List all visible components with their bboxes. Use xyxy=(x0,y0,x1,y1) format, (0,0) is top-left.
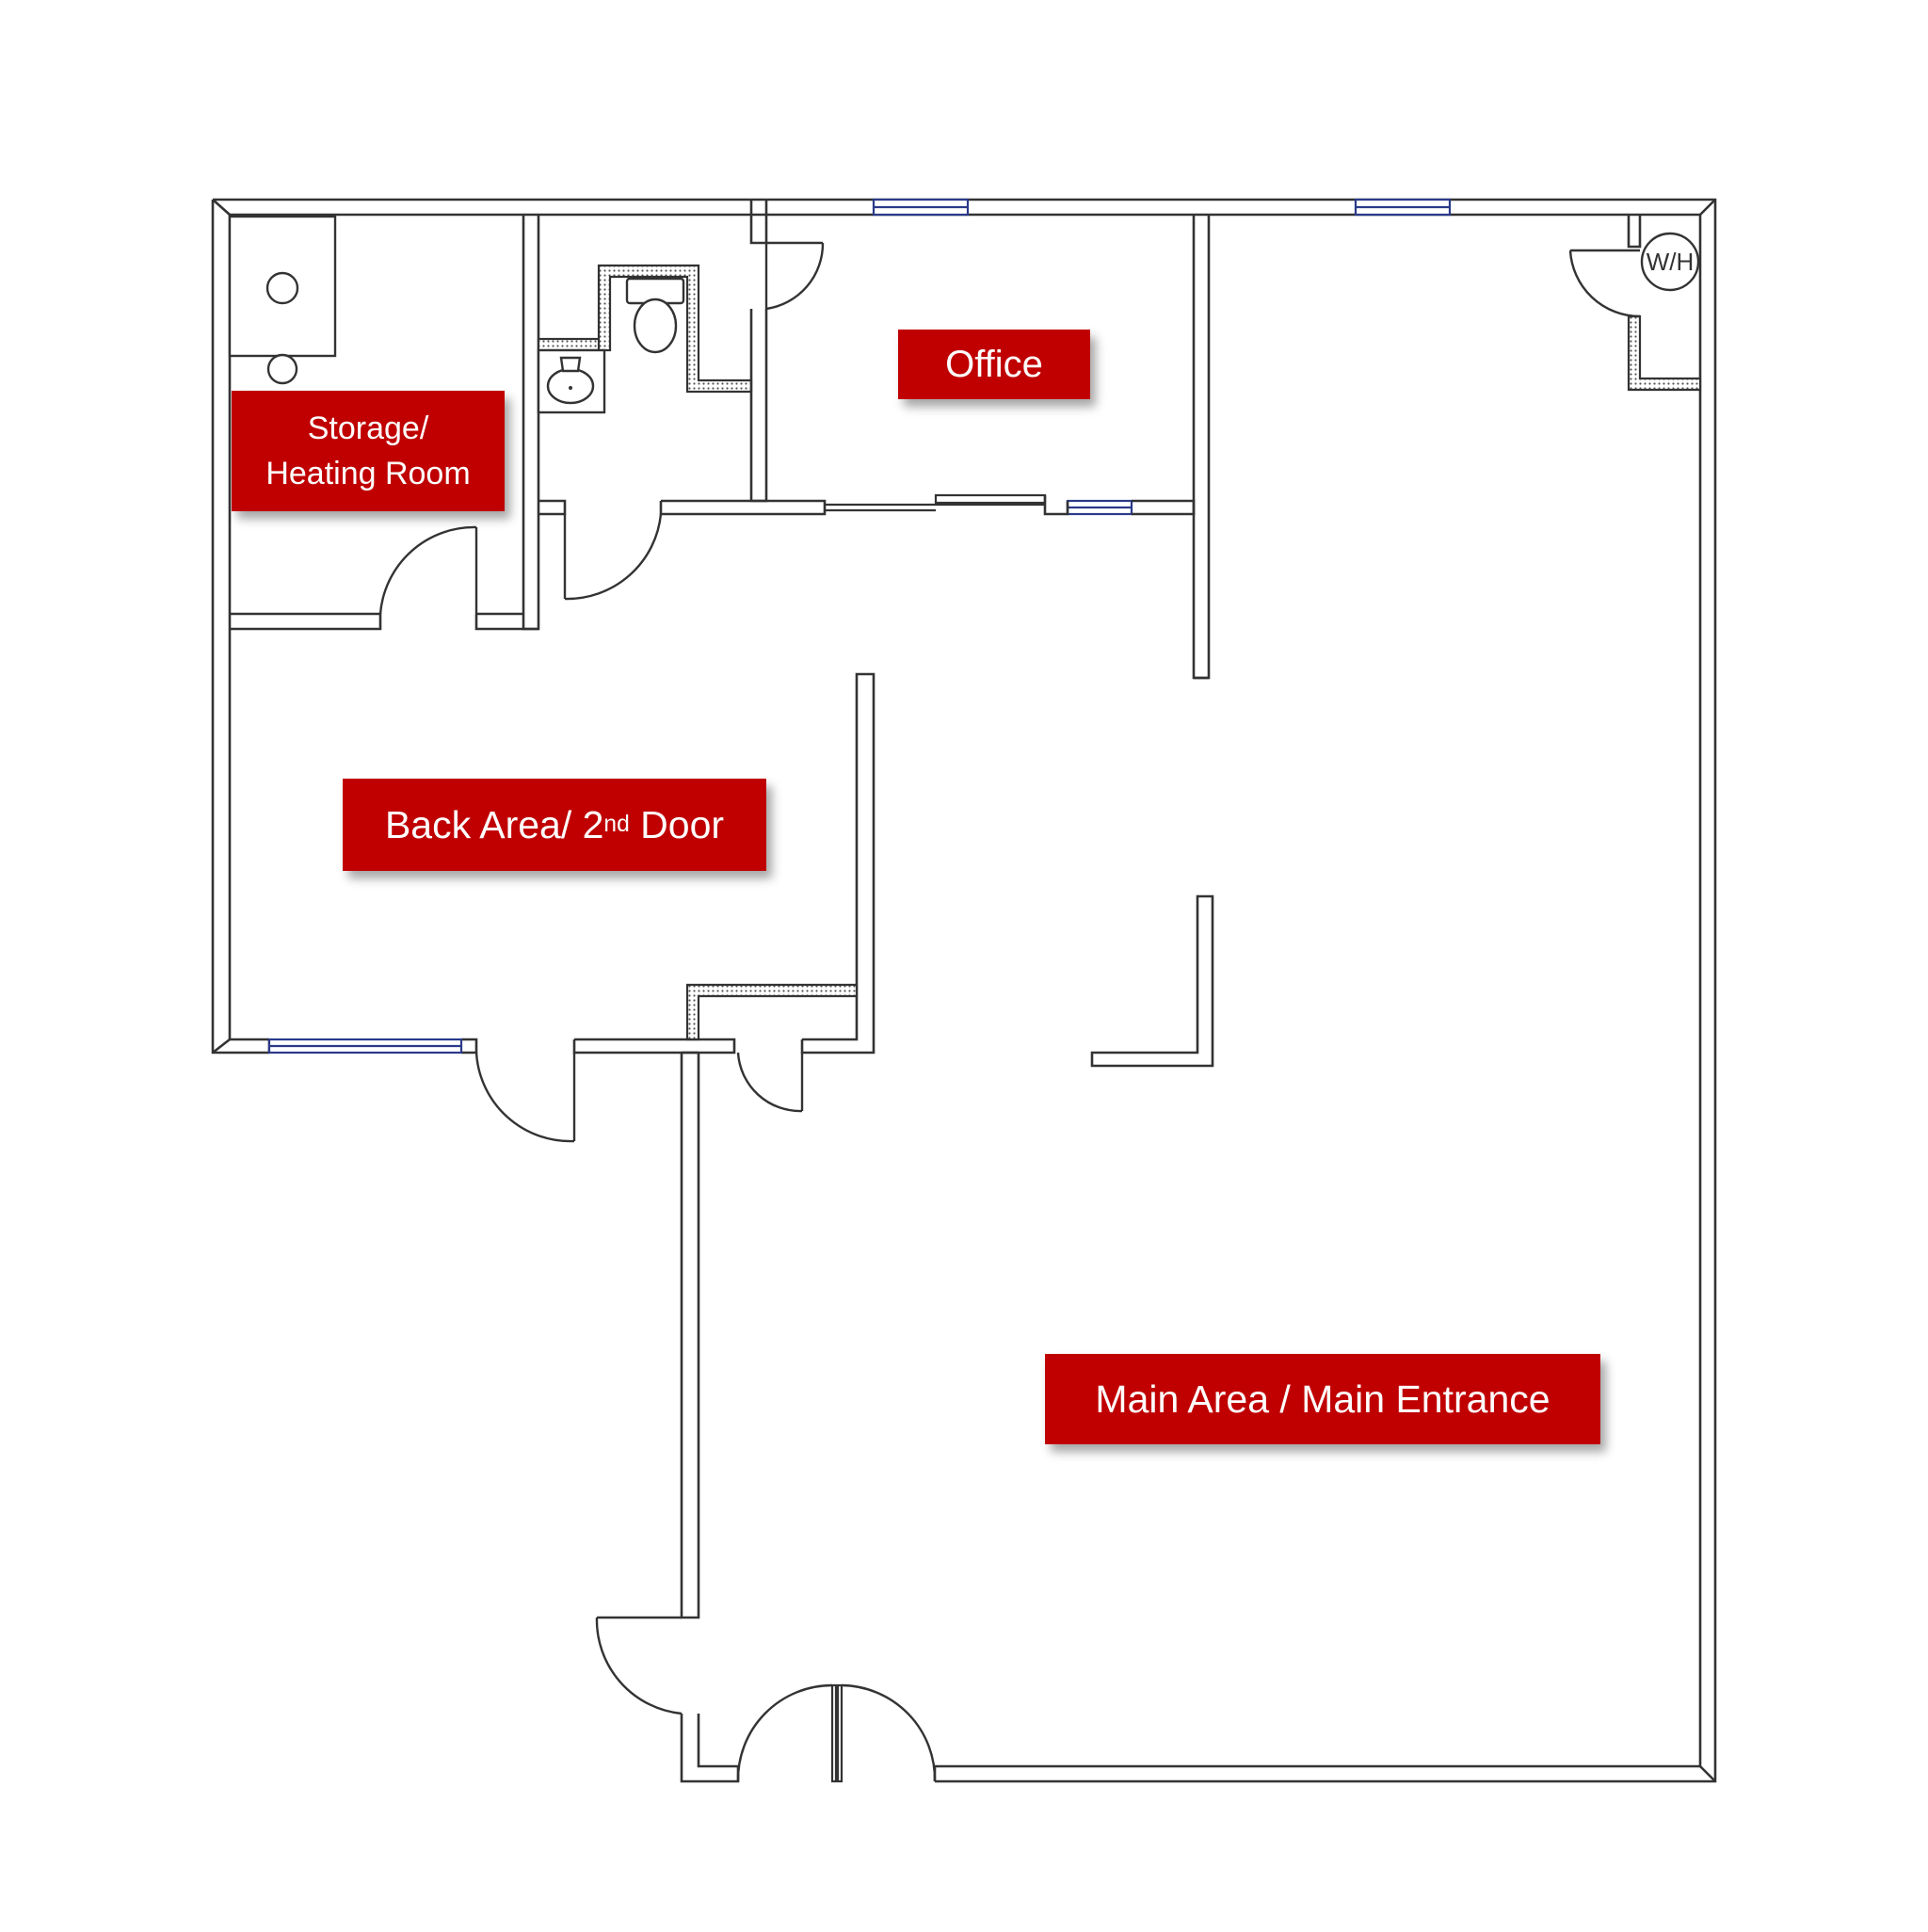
windows xyxy=(267,198,1452,1055)
doors xyxy=(378,241,1641,1783)
water-heater-icon: W/H xyxy=(1640,232,1700,292)
tank-round-icon xyxy=(266,353,298,385)
back-area-label-main: Back Area/ 2 xyxy=(384,802,604,846)
main-area-label-text: Main Area / Main Entrance xyxy=(1095,1377,1550,1421)
door-back-exterior xyxy=(474,1052,576,1143)
water-heater-label: W/H xyxy=(1647,248,1695,276)
office-label: Office xyxy=(898,330,1090,399)
office-label-text: Office xyxy=(945,343,1043,385)
door-back-to-main xyxy=(736,1052,804,1113)
door-bathroom xyxy=(563,513,663,601)
back-area-label-tail: Door xyxy=(629,802,725,846)
main-area-label: Main Area / Main Entrance xyxy=(1045,1354,1600,1444)
door-office xyxy=(764,241,825,311)
door-storage xyxy=(378,525,478,615)
fixtures: W/H xyxy=(228,215,1700,405)
door-side-entrance xyxy=(595,1616,683,1715)
door-main-entrance xyxy=(736,1683,937,1783)
storage-room-label: Storage/ Heating Room xyxy=(232,391,505,511)
door-water-heater xyxy=(1568,249,1641,318)
storage-label-line1: Storage/ xyxy=(307,411,429,446)
toilet-icon xyxy=(625,277,685,354)
storage-label-line2: Heating Room xyxy=(265,456,471,491)
furnace-round-icon xyxy=(265,271,299,305)
sink-icon xyxy=(546,356,595,405)
